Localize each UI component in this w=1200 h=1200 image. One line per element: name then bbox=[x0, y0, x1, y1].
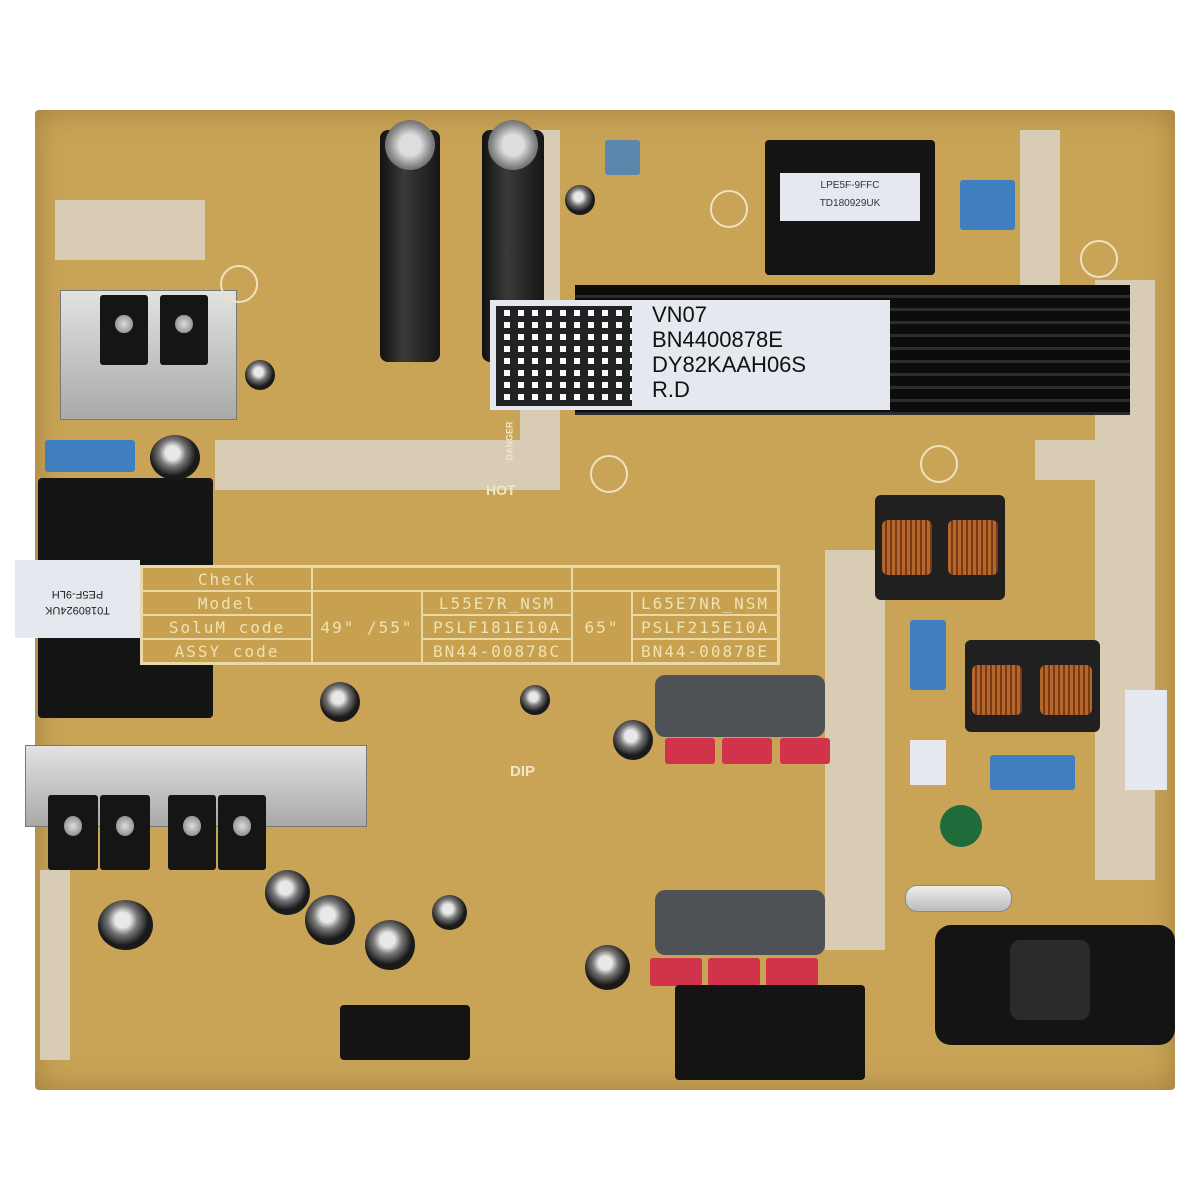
table-header: Model bbox=[142, 591, 312, 615]
socket-inlet bbox=[1010, 940, 1090, 1020]
transistor bbox=[160, 295, 208, 365]
choke-coil bbox=[972, 665, 1022, 715]
table-cell: 49" /55" bbox=[312, 591, 422, 663]
film-capacitor bbox=[722, 738, 772, 764]
silkscreen-dip: DIP bbox=[510, 763, 536, 780]
isolation-channel bbox=[215, 440, 535, 490]
label-line: VN07 bbox=[652, 302, 708, 327]
rectifier-module bbox=[655, 890, 825, 955]
choke-coil bbox=[948, 520, 998, 575]
film-capacitor bbox=[780, 738, 830, 764]
silkscreen-hot: HOT bbox=[486, 482, 516, 498]
x-capacitor bbox=[45, 440, 135, 472]
electrolytic-capacitor bbox=[432, 895, 467, 930]
danger-icon bbox=[220, 265, 258, 303]
transformer-label: T0180924UK PE5F-9LH bbox=[15, 560, 140, 638]
sticker bbox=[910, 740, 946, 785]
transistor bbox=[100, 795, 150, 870]
table-cell: BN44-00878E bbox=[632, 639, 778, 663]
label-line: DY82KAAH06S bbox=[652, 352, 807, 377]
electrolytic-capacitor bbox=[613, 720, 653, 760]
rectifier-module bbox=[655, 675, 825, 737]
danger-icon bbox=[920, 445, 958, 483]
electrolytic-capacitor bbox=[98, 900, 153, 950]
electrolytic-capacitor bbox=[565, 185, 595, 215]
heatsink-silver bbox=[60, 290, 237, 420]
electrolytic-capacitor bbox=[585, 945, 630, 990]
isolation-channel bbox=[40, 870, 70, 1060]
side-sticker bbox=[1125, 690, 1167, 790]
table-cell: PSLF215E10A bbox=[632, 615, 778, 639]
x-capacitor bbox=[910, 620, 946, 690]
connector bbox=[340, 1005, 470, 1060]
film-capacitor bbox=[708, 958, 760, 986]
transformer-label-line: PE5F-9LH bbox=[51, 588, 104, 600]
connector bbox=[675, 985, 865, 1080]
silkscreen-danger: DANGER bbox=[504, 421, 515, 461]
transformer-label-line: LPE5F-9FFC bbox=[820, 180, 880, 191]
capacitor-top bbox=[488, 120, 538, 170]
isolation-channel bbox=[825, 550, 885, 950]
x-capacitor bbox=[960, 180, 1015, 230]
label-line: R.D bbox=[652, 377, 690, 402]
electrolytic-capacitor bbox=[265, 870, 310, 915]
qr-code bbox=[496, 306, 632, 406]
label-text: VN07 BN4400878E DY82KAAH06S R.D bbox=[652, 302, 806, 402]
fuse bbox=[905, 885, 1012, 912]
table-header: SoluM code bbox=[142, 615, 312, 639]
transformer-label-line: T0180924UK bbox=[45, 604, 110, 616]
transistor bbox=[100, 295, 148, 365]
transformer-label: LPE5F-9FFC TD180929UK bbox=[780, 173, 920, 221]
isolation-channel bbox=[55, 200, 205, 260]
electrolytic-capacitor bbox=[245, 360, 275, 390]
choke-coil bbox=[882, 520, 932, 575]
table-cell: BN44-00878C bbox=[422, 639, 572, 663]
transistor bbox=[168, 795, 216, 870]
film-capacitor bbox=[650, 958, 702, 986]
transistor bbox=[218, 795, 266, 870]
table-header: ASSY code bbox=[142, 639, 312, 663]
table-cell: L55E7R_NSM bbox=[422, 591, 572, 615]
danger-icon bbox=[1080, 240, 1118, 278]
table-cell: 65" bbox=[572, 591, 632, 663]
capacitor-top bbox=[385, 120, 435, 170]
electrolytic-capacitor bbox=[365, 920, 415, 970]
table-cell: L65E7NR_NSM bbox=[632, 591, 778, 615]
table-header: Check bbox=[142, 567, 312, 591]
table-cell: PSLF181E10A bbox=[422, 615, 572, 639]
danger-icon bbox=[590, 455, 628, 493]
x-capacitor bbox=[990, 755, 1075, 790]
electrolytic-capacitor bbox=[520, 685, 550, 715]
electrolytic-capacitor bbox=[305, 895, 355, 945]
label-line: BN4400878E bbox=[652, 327, 783, 352]
electrolytic-capacitor bbox=[320, 682, 360, 722]
transistor bbox=[48, 795, 98, 870]
resistor-array bbox=[605, 140, 640, 175]
varistor bbox=[940, 805, 982, 847]
transformer-label-line: TD180929UK bbox=[819, 198, 881, 209]
danger-icon bbox=[710, 190, 748, 228]
choke-coil bbox=[1040, 665, 1092, 715]
check-table: Check Model 49" /55" L55E7R_NSM 65" L65E… bbox=[140, 565, 780, 665]
film-capacitor bbox=[766, 958, 818, 986]
film-capacitor bbox=[665, 738, 715, 764]
electrolytic-capacitor bbox=[150, 435, 200, 480]
